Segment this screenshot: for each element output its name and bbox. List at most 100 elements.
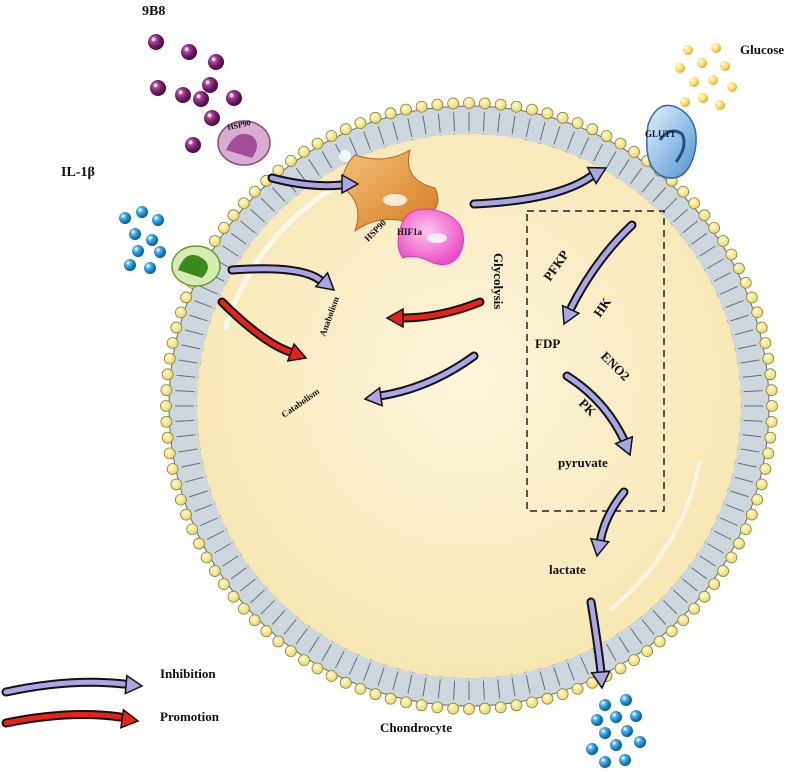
lipid-tail bbox=[725, 504, 744, 512]
lipid-head-outer bbox=[762, 447, 775, 460]
lipid-tail bbox=[706, 543, 724, 554]
lipid-head-outer bbox=[166, 463, 179, 475]
lipid-head-outer bbox=[208, 235, 221, 247]
lipid-head-outer bbox=[161, 431, 174, 444]
antibody-molecule-shine bbox=[153, 83, 158, 88]
lipid-head-outer bbox=[717, 565, 730, 577]
il1b-molecule-shine bbox=[156, 248, 160, 252]
lipid-head-outer bbox=[494, 701, 507, 714]
glucose-molecule-shine bbox=[700, 95, 703, 98]
antibody-molecule bbox=[208, 54, 224, 70]
glucose-molecule bbox=[675, 63, 685, 73]
arrow-il1b-anabolism bbox=[229, 266, 323, 283]
lactate-molecule-shine bbox=[601, 758, 605, 762]
lipid-tail bbox=[734, 329, 754, 336]
lipid-head-outer bbox=[677, 185, 690, 198]
lipid-tail bbox=[673, 589, 688, 604]
lipid-tail bbox=[222, 245, 239, 257]
lipid-head-outer bbox=[510, 699, 523, 712]
lipid-head-outer bbox=[571, 682, 584, 695]
lipid-head-outer bbox=[384, 692, 397, 705]
hif1a-protein: HIF1a bbox=[397, 208, 464, 265]
lactate-molecule-shine bbox=[621, 756, 625, 760]
glycolysis-label: Glycolysis bbox=[491, 253, 506, 309]
lactate-molecule-shine bbox=[612, 741, 616, 745]
lipid-head-outer bbox=[180, 291, 193, 304]
lipid-head-outer bbox=[160, 384, 173, 397]
lipid-head-outer bbox=[541, 107, 554, 120]
lipid-tail bbox=[691, 232, 708, 245]
glucose-molecule-shine bbox=[729, 84, 732, 87]
lipid-tail bbox=[641, 619, 655, 635]
lipid-head-outer bbox=[431, 701, 444, 714]
lipid-tail bbox=[606, 151, 617, 169]
lipid-tail bbox=[553, 126, 561, 145]
lipid-head-outer bbox=[717, 235, 730, 247]
lipid-tail bbox=[539, 671, 546, 691]
lipid-head-outer bbox=[298, 654, 310, 667]
lipid-tail bbox=[742, 374, 762, 378]
glucose-molecule-shine bbox=[717, 102, 720, 105]
cell-membrane bbox=[160, 97, 778, 715]
arrow-glucose-fdp bbox=[567, 222, 635, 313]
legend-promotion-head bbox=[119, 708, 140, 729]
lipid-head-outer bbox=[339, 676, 352, 689]
lipid-head-outer bbox=[745, 508, 758, 521]
glucose-molecule bbox=[698, 93, 708, 103]
lipid-head-outer bbox=[354, 117, 367, 130]
lipid-head-outer bbox=[698, 590, 711, 603]
lipid-head-outer bbox=[248, 185, 261, 198]
lipid-tail bbox=[713, 272, 732, 282]
il1b-receptor bbox=[171, 245, 221, 287]
lipid-tail bbox=[618, 636, 630, 653]
lipid-head-outer bbox=[354, 682, 367, 695]
lipid-head-outer bbox=[688, 197, 701, 210]
lipid-head-outer bbox=[733, 537, 745, 550]
glut1-label: GLUT1 bbox=[645, 129, 676, 139]
lipid-tail bbox=[194, 504, 213, 512]
lipid-head-outer bbox=[311, 137, 324, 150]
lipid-head-outer bbox=[708, 222, 721, 234]
il1b-molecule-shine bbox=[148, 236, 152, 240]
lipid-tail bbox=[363, 131, 371, 150]
legend: Inhibition Promotion bbox=[1, 666, 220, 729]
lipid-tail bbox=[691, 567, 708, 580]
lipid-head-outer bbox=[556, 111, 569, 124]
lipid-tail bbox=[194, 300, 213, 308]
glucose-molecule bbox=[683, 45, 693, 55]
lactate-molecule-shine bbox=[622, 696, 626, 700]
antibody-molecule bbox=[226, 90, 242, 106]
lipid-head-outer bbox=[160, 400, 172, 412]
glucose-molecule bbox=[697, 58, 707, 68]
lipid-tail bbox=[743, 390, 763, 393]
lipid-tail bbox=[740, 359, 760, 364]
lipid-tail bbox=[511, 677, 516, 697]
lipid-head-outer bbox=[272, 635, 285, 648]
lipid-head-outer bbox=[260, 625, 273, 638]
lactate-molecule-shine bbox=[588, 745, 592, 749]
lipid-head-outer bbox=[285, 154, 297, 167]
lipid-head-outer bbox=[677, 614, 690, 627]
cytokine-label: IL-1β bbox=[61, 165, 95, 180]
lipid-head-outer bbox=[325, 670, 338, 682]
antibody-molecule-shine bbox=[229, 93, 234, 98]
arrow-lactate-out bbox=[588, 599, 604, 675]
legend-inhibition-arrow bbox=[3, 679, 127, 695]
lipid-tail bbox=[682, 220, 698, 234]
arrowhead-hsp90 bbox=[341, 173, 360, 195]
lipid-tail bbox=[593, 143, 603, 162]
lipid-head-outer bbox=[526, 103, 538, 116]
lipid-head-outer bbox=[708, 578, 721, 590]
lactate-molecule-shine bbox=[632, 712, 636, 716]
lipid-tail bbox=[553, 667, 561, 686]
lipid-tail bbox=[271, 187, 286, 202]
lipid-tail bbox=[189, 314, 208, 322]
lipid-head-outer bbox=[526, 696, 538, 709]
lipid-tail bbox=[240, 220, 256, 234]
lipid-tail bbox=[392, 671, 399, 691]
lipid-head-outer bbox=[745, 291, 758, 304]
lipid-head-outer bbox=[766, 400, 778, 412]
lipid-head-outer bbox=[600, 130, 613, 142]
lipid-tail bbox=[321, 643, 332, 661]
